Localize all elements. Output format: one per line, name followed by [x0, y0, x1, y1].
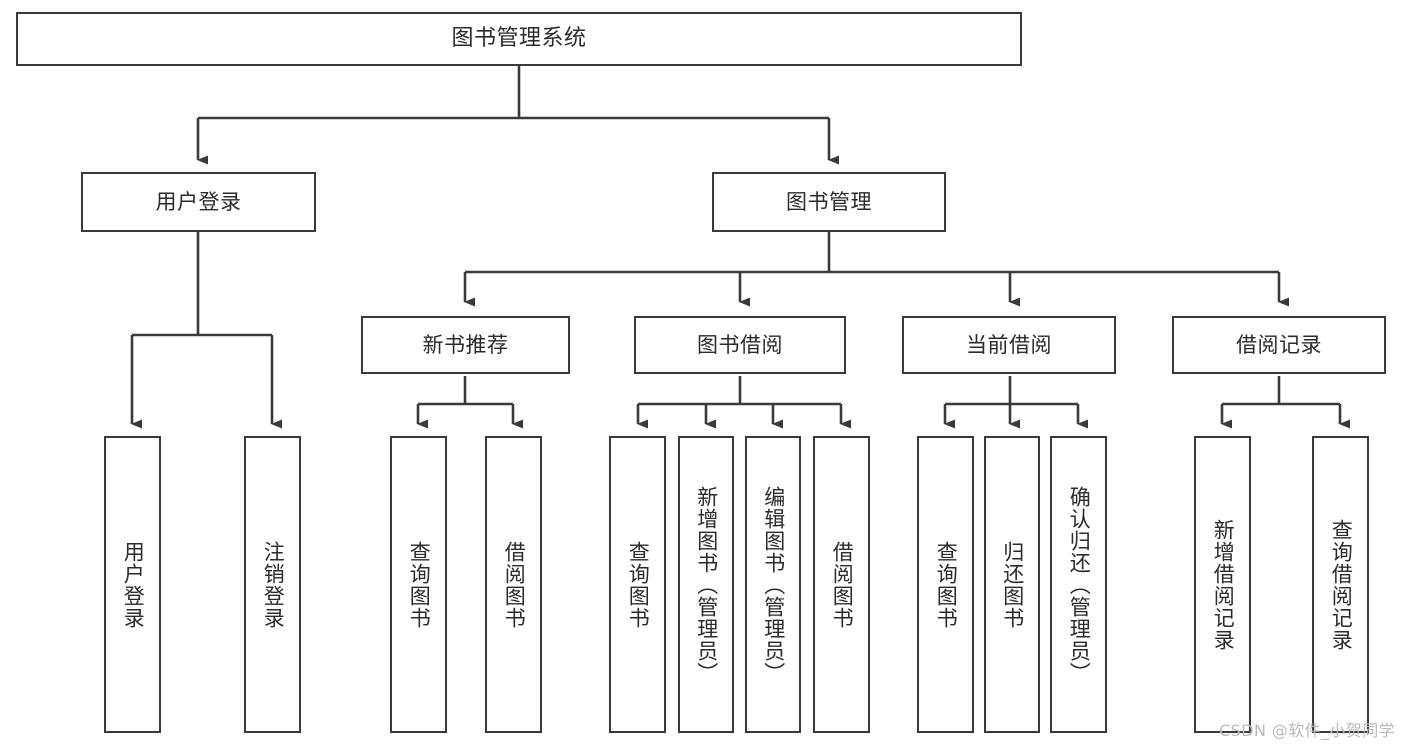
- node-label: 用户登录: [155, 189, 242, 214]
- node-leaf-query-borrow-record[interactable]: 查询借阅记录: [1312, 436, 1369, 733]
- node-label: 借阅图书: [830, 540, 855, 629]
- node-label: 查询图书: [407, 540, 432, 629]
- node-borrow-record[interactable]: 借阅记录: [1172, 316, 1386, 374]
- node-label: 图书管理系统: [451, 26, 587, 52]
- watermark-text: CSDN @软件_小贺同学: [1219, 721, 1395, 740]
- node-leaf-add-book[interactable]: 新增图书（管理员）: [678, 436, 734, 733]
- node-label: 当前借阅: [966, 332, 1052, 357]
- node-label: 图书管理: [786, 189, 872, 214]
- node-leaf-user-login[interactable]: 用户登录: [104, 436, 161, 733]
- node-book-borrow[interactable]: 图书借阅: [634, 316, 846, 374]
- node-label: 确认归还（管理员）: [1067, 485, 1092, 684]
- node-leaf-confirm-return[interactable]: 确认归还（管理员）: [1050, 436, 1107, 733]
- node-leaf-user-logout[interactable]: 注销登录: [244, 436, 301, 733]
- node-label: 图书借阅: [697, 332, 783, 357]
- node-label: 新增图书（管理员）: [694, 485, 719, 684]
- node-label: 查询借阅记录: [1329, 518, 1354, 651]
- node-leaf-query-book-recommend[interactable]: 查询图书: [390, 436, 447, 733]
- node-leaf-borrow-book-recommend[interactable]: 借阅图书: [485, 436, 542, 733]
- node-label: 借阅图书: [502, 540, 527, 629]
- node-label: 查询图书: [626, 540, 651, 629]
- node-user-login[interactable]: 用户登录: [81, 172, 316, 232]
- node-root-book-management-system[interactable]: 图书管理系统: [16, 12, 1022, 66]
- node-label: 归还图书: [1000, 540, 1025, 629]
- node-label: 用户登录: [121, 540, 146, 629]
- node-label: 查询图书: [934, 540, 959, 629]
- node-leaf-borrow-book[interactable]: 借阅图书: [813, 436, 870, 733]
- node-label: 编辑图书（管理员）: [761, 485, 786, 684]
- node-label: 新书推荐: [422, 332, 509, 357]
- node-label: 注销登录: [261, 540, 286, 629]
- node-leaf-edit-book[interactable]: 编辑图书（管理员）: [745, 436, 801, 733]
- node-leaf-query-book-borrow[interactable]: 查询图书: [609, 436, 666, 733]
- node-current-borrow[interactable]: 当前借阅: [902, 316, 1116, 374]
- node-leaf-return-book[interactable]: 归还图书: [984, 436, 1040, 733]
- node-new-book-recommend[interactable]: 新书推荐: [361, 316, 570, 374]
- node-book-management[interactable]: 图书管理: [712, 172, 946, 232]
- node-leaf-add-borrow-record[interactable]: 新增借阅记录: [1194, 436, 1251, 733]
- node-leaf-query-book-current[interactable]: 查询图书: [917, 436, 974, 733]
- node-label: 新增借阅记录: [1211, 518, 1236, 651]
- node-label: 借阅记录: [1236, 332, 1322, 357]
